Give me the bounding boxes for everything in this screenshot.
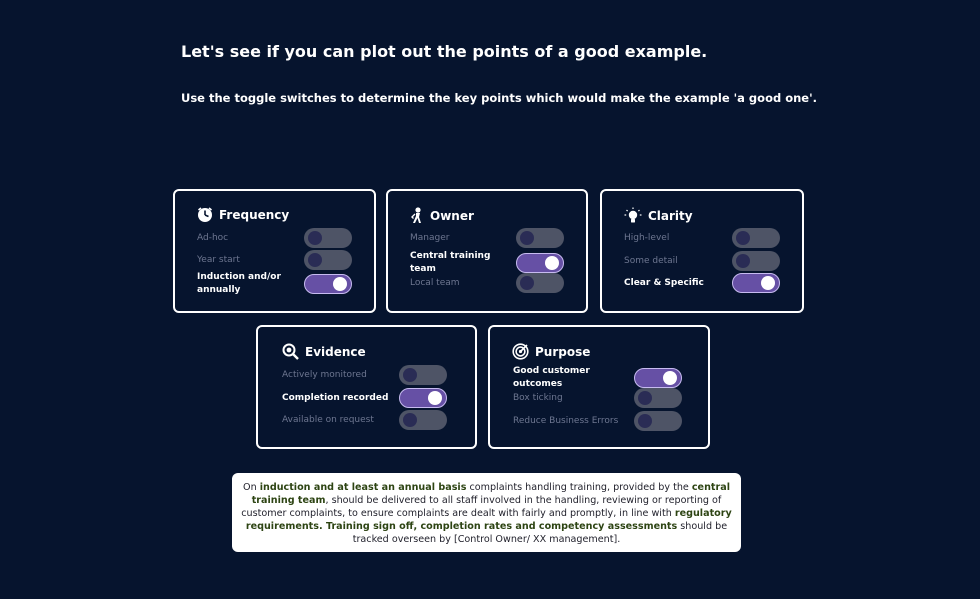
- evidence-card-header: Evidence: [282, 343, 366, 360]
- option-label-completion-recorded: Completion recorded: [282, 392, 389, 403]
- option-row: Year start: [197, 250, 352, 270]
- owner-title: Owner: [430, 208, 474, 223]
- option-row: Ad-hoc: [197, 228, 352, 248]
- summary-highlight-evidence: regulatory requirements. Training sign o…: [245, 508, 732, 532]
- option-label-clear-specific: Clear & Specific: [624, 277, 704, 288]
- magnifier-icon: [282, 343, 299, 360]
- page-title: Let's see if you can plot out the points…: [181, 42, 708, 61]
- option-label-induction: Induction and/or annually: [197, 272, 281, 295]
- option-row: Actively monitored: [282, 365, 447, 385]
- option-row: Good customer outcomes: [513, 365, 682, 391]
- clock-icon: [198, 207, 212, 222]
- option-row: High-level: [624, 228, 780, 248]
- toggle-year-start[interactable]: [304, 250, 352, 270]
- clarity-card: Clarity High-level Some detail Clear & S…: [600, 189, 804, 313]
- option-label-manager: Manager: [410, 232, 450, 243]
- option-row: Central training team: [410, 250, 564, 276]
- option-label-central-training: Central training team: [410, 251, 491, 274]
- toggle-completion-recorded[interactable]: [399, 388, 447, 408]
- option-label-reduce-errors: Reduce Business Errors: [513, 415, 619, 426]
- option-label-ad-hoc: Ad-hoc: [197, 232, 229, 243]
- option-label-box-ticking: Box ticking: [513, 392, 563, 403]
- frequency-card-header: Frequency: [197, 207, 289, 223]
- toggle-actively-monitored[interactable]: [399, 365, 447, 385]
- toggle-ad-hoc[interactable]: [304, 228, 352, 248]
- option-label-local-team: Local team: [410, 277, 460, 288]
- summary-text: complaints handling training, provided b…: [466, 482, 692, 493]
- summary-statement: On induction and at least an annual basi…: [232, 473, 741, 552]
- option-row: Clear & Specific: [624, 273, 780, 293]
- toggle-available-on-request[interactable]: [399, 410, 447, 430]
- option-label-high-level: High-level: [624, 232, 670, 243]
- summary-text: , should be delivered to all staff invol…: [241, 495, 722, 519]
- purpose-title: Purpose: [535, 344, 591, 359]
- option-row: Completion recorded: [282, 388, 447, 408]
- clarity-card-header: Clarity: [624, 207, 693, 225]
- option-label-available-on-request: Available on request: [282, 414, 374, 425]
- evidence-card: Evidence Actively monitored Completion r…: [256, 325, 477, 449]
- toggle-induction[interactable]: [304, 274, 352, 294]
- option-row: Induction and/or annually: [197, 271, 352, 297]
- toggle-clear-specific[interactable]: [732, 273, 780, 293]
- owner-card-header: Owner: [410, 207, 474, 224]
- option-row: Some detail: [624, 251, 780, 271]
- owner-card: Owner Manager Central training team Loca…: [386, 189, 588, 313]
- summary-text: should be tracked overseen by [Control O…: [352, 521, 728, 545]
- toggle-local-team[interactable]: [516, 273, 564, 293]
- toggle-high-level[interactable]: [732, 228, 780, 248]
- toggle-good-outcomes[interactable]: [634, 368, 682, 388]
- page-instructions: Use the toggle switches to determine the…: [181, 91, 817, 105]
- option-row: Manager: [410, 228, 564, 248]
- option-row: Local team: [410, 273, 564, 293]
- option-label-good-outcomes: Good customer outcomes: [513, 366, 590, 389]
- summary-text: On: [243, 482, 260, 493]
- key-person-icon: [411, 207, 421, 223]
- target-icon: [512, 343, 529, 360]
- frequency-card: Frequency Ad-hoc Year start Induction an…: [173, 189, 376, 313]
- purpose-card-header: Purpose: [512, 343, 590, 360]
- lightbulb-icon: [624, 207, 642, 223]
- toggle-central-training[interactable]: [516, 253, 564, 273]
- frequency-title: Frequency: [219, 208, 290, 222]
- purpose-card: Purpose Good customer outcomes Box ticki…: [488, 325, 710, 449]
- toggle-some-detail[interactable]: [732, 251, 780, 271]
- clarity-title: Clarity: [648, 209, 693, 223]
- summary-highlight-frequency: induction and at least an annual basis: [259, 482, 467, 493]
- option-label-some-detail: Some detail: [624, 255, 678, 266]
- evidence-title: Evidence: [305, 344, 366, 359]
- toggle-box-ticking[interactable]: [634, 388, 682, 408]
- option-label-year-start: Year start: [197, 254, 240, 265]
- toggle-reduce-errors[interactable]: [634, 411, 682, 431]
- toggle-manager[interactable]: [516, 228, 564, 248]
- option-row: Available on request: [282, 410, 447, 430]
- option-row: Box ticking: [513, 388, 682, 408]
- summary-highlight-owner: central training team: [251, 482, 730, 506]
- option-label-actively-monitored: Actively monitored: [282, 369, 367, 380]
- option-row: Reduce Business Errors: [513, 411, 682, 431]
